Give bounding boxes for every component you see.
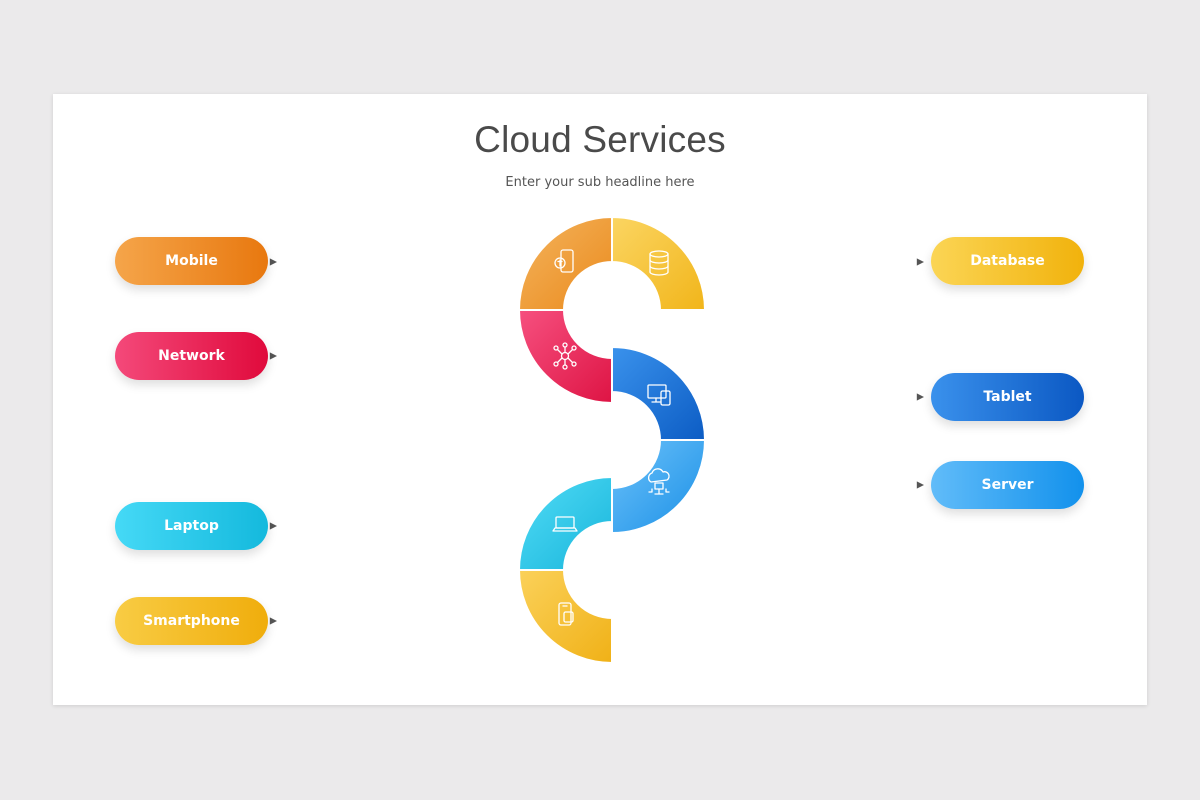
devices-icon	[647, 384, 671, 406]
slide-subtitle: Enter your sub headline here	[505, 175, 695, 190]
cloud-server-icon	[647, 468, 670, 495]
segment-tablet	[611, 345, 707, 441]
label-smartphone[interactable]: Smartphone	[115, 597, 268, 645]
segment-smartphone	[517, 569, 613, 665]
database-icon	[649, 250, 669, 276]
segment-network	[517, 309, 613, 405]
smartphone-icon	[558, 602, 574, 626]
segment-server	[611, 439, 707, 535]
laptop-icon	[552, 516, 578, 532]
label-laptop[interactable]: Laptop	[115, 502, 268, 550]
mobile-money-icon	[554, 249, 574, 273]
slide-title: Cloud Services	[474, 119, 726, 160]
label-network[interactable]: Network	[115, 332, 268, 380]
label-tablet[interactable]: Tablet	[931, 373, 1084, 421]
label-database[interactable]: Database	[931, 237, 1084, 285]
network-icon	[553, 342, 577, 370]
label-server[interactable]: Server	[931, 461, 1084, 509]
segment-laptop	[517, 475, 613, 571]
label-mobile[interactable]: Mobile	[115, 237, 268, 285]
